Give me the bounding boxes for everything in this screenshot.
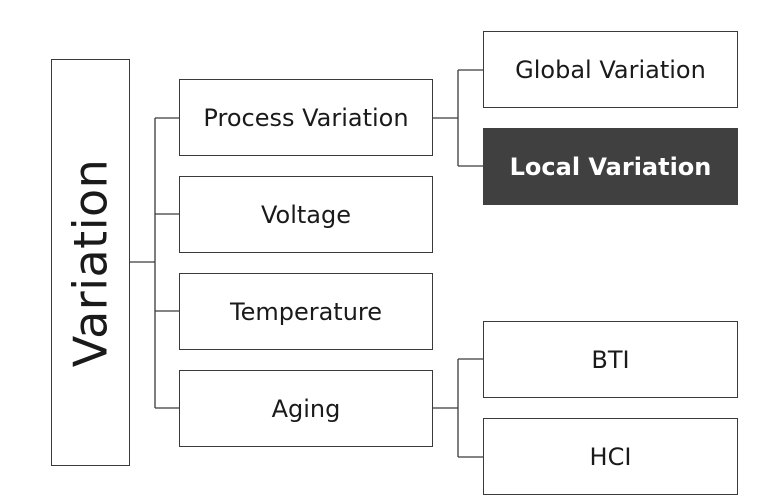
- root-node-label: Variation: [63, 158, 118, 367]
- node-label: Process Variation: [203, 103, 409, 132]
- node-local-variation: Local Variation: [483, 128, 738, 205]
- node-label: BTI: [591, 345, 630, 374]
- node-label: Voltage: [260, 200, 352, 229]
- node-label: Aging: [271, 394, 341, 423]
- node-global-variation: Global Variation: [483, 31, 738, 108]
- node-label: HCI: [589, 442, 632, 471]
- node-label: Temperature: [229, 297, 383, 326]
- node-hci: HCI: [483, 418, 738, 495]
- root-node-variation: Variation: [51, 59, 130, 466]
- node-label: Local Variation: [509, 152, 712, 181]
- node-temperature: Temperature: [179, 273, 433, 350]
- node-voltage: Voltage: [179, 176, 433, 253]
- node-aging: Aging: [179, 370, 433, 447]
- node-bti: BTI: [483, 321, 738, 398]
- node-process-variation: Process Variation: [179, 79, 433, 156]
- node-label: Global Variation: [515, 55, 706, 84]
